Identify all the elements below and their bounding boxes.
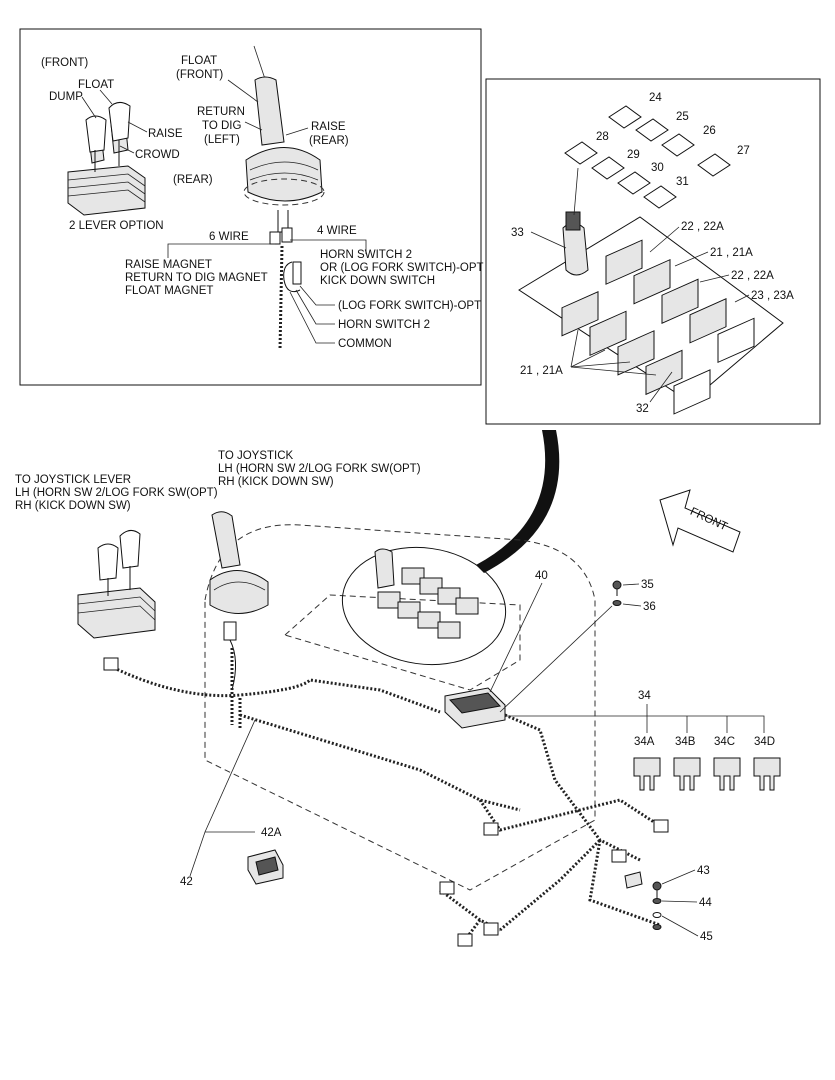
label-raise-magnet: RAISE MAGNET: [125, 259, 212, 271]
joystick-main: [209, 511, 269, 725]
callout-34b: 34B: [675, 736, 696, 748]
callout-31: 31: [676, 176, 689, 188]
label-common: COMMON: [338, 338, 392, 350]
label-two-lever-option: 2 LEVER OPTION: [69, 220, 164, 232]
label-front: (FRONT): [41, 57, 88, 69]
top-right-panel: 24 25 26 27 28 29 30 31 33 22 , 2: [485, 78, 821, 425]
label-rear: (REAR): [173, 174, 213, 186]
callout-21-21a-b: 21 , 21A: [520, 365, 563, 377]
callout-34a: 34A: [634, 736, 655, 748]
label-horn-switch-2: HORN SWITCH 2: [320, 249, 412, 261]
label-raise-rear-1: RAISE: [311, 121, 346, 133]
callout-44: 44: [699, 897, 712, 909]
joystick-assembly: [243, 45, 325, 351]
callout-22-22a: 22 , 22A: [681, 221, 724, 233]
label-joystick-float: FLOAT: [181, 55, 217, 67]
label-raise: RAISE: [148, 128, 183, 140]
callout-34: 34: [638, 690, 651, 702]
connector: [103, 657, 119, 671]
callout-22-22a-b: 22 , 22A: [731, 270, 774, 282]
switch-cluster-oval: [341, 546, 507, 666]
callout-27: 27: [737, 145, 750, 157]
panel-border: [19, 28, 482, 386]
callout-33: 33: [511, 227, 524, 239]
label-to-joystick-lever-1: TO JOYSTICK LEVER: [15, 474, 131, 486]
callout-42a: 42A: [261, 827, 282, 839]
front-arrow: FRONT: [659, 489, 741, 553]
label-to-joystick-1: TO JOYSTICK: [218, 450, 294, 462]
label-to-joystick-2: LH (HORN SW 2/LOG FORK SW(OPT): [218, 463, 421, 475]
switch-panel: [518, 211, 784, 415]
callout-23-23a: 23 , 23A: [751, 290, 794, 302]
decals: [564, 105, 731, 209]
label-return-to-dig-magnet: RETURN TO DIG MAGNET: [125, 272, 268, 284]
label-float-magnet: FLOAT MAGNET: [125, 285, 213, 297]
label-log-fork-opt: OR (LOG FORK SWITCH)-OPT: [320, 262, 484, 274]
label-log-fork-switch-opt: (LOG FORK SWITCH)-OPT: [338, 300, 481, 312]
label-dump: DUMP: [49, 91, 83, 103]
callout-25: 25: [676, 111, 689, 123]
callout-36: 36: [643, 601, 656, 613]
callout-42: 42: [180, 876, 193, 888]
top-left-panel: (FRONT) FLOAT DUMP RAISE CROWD 2 LEVER O…: [19, 28, 484, 386]
callout-30: 30: [651, 162, 664, 174]
fuse-block: [444, 687, 506, 729]
label-to-joystick-lever-3: RH (KICK DOWN SW): [15, 500, 131, 512]
label-float: FLOAT: [78, 79, 114, 91]
connector-42a: [247, 849, 284, 885]
label-crowd: CROWD: [135, 149, 180, 161]
label-return-to-dig-2: TO DIG: [202, 120, 241, 132]
two-lever-assembly: [67, 102, 146, 216]
label-joystick-front: (FRONT): [176, 69, 223, 81]
two-lever-main: [77, 530, 156, 639]
pointer-arrow: [476, 430, 560, 573]
callout-24: 24: [649, 92, 662, 104]
label-return-to-dig-1: RETURN: [197, 106, 245, 118]
panel-border: [485, 78, 821, 425]
callout-34c: 34C: [714, 736, 735, 748]
callout-40: 40: [535, 570, 548, 582]
callout-43: 43: [697, 865, 710, 877]
label-to-joystick-lever-2: LH (HORN SW 2/LOG FORK SW(OPT): [15, 487, 218, 499]
label-to-joystick-3: RH (KICK DOWN SW): [218, 476, 334, 488]
callout-34d: 34D: [754, 736, 775, 748]
callout-45: 45: [700, 931, 713, 943]
harness-upper: [109, 664, 441, 714]
label-horn-switch-2b: HORN SWITCH 2: [338, 319, 430, 331]
callout-35: 35: [641, 579, 654, 591]
main-assembly: TO JOYSTICK LEVER LH (HORN SW 2/LOG FORK…: [15, 450, 781, 947]
callout-26: 26: [703, 125, 716, 137]
label-return-to-dig-3: (LEFT): [204, 134, 240, 146]
callout-32: 32: [636, 403, 649, 415]
callout-21-21a: 21 , 21A: [710, 247, 753, 259]
fuses: [633, 757, 781, 791]
label-four-wire: 4 WIRE: [317, 225, 357, 237]
callout-29: 29: [627, 149, 640, 161]
callout-28: 28: [596, 131, 609, 143]
label-six-wire: 6 WIRE: [209, 231, 249, 243]
label-raise-rear-2: (REAR): [309, 135, 349, 147]
label-kick-down-switch: KICK DOWN SWITCH: [320, 275, 435, 287]
console-outline: [204, 524, 596, 891]
